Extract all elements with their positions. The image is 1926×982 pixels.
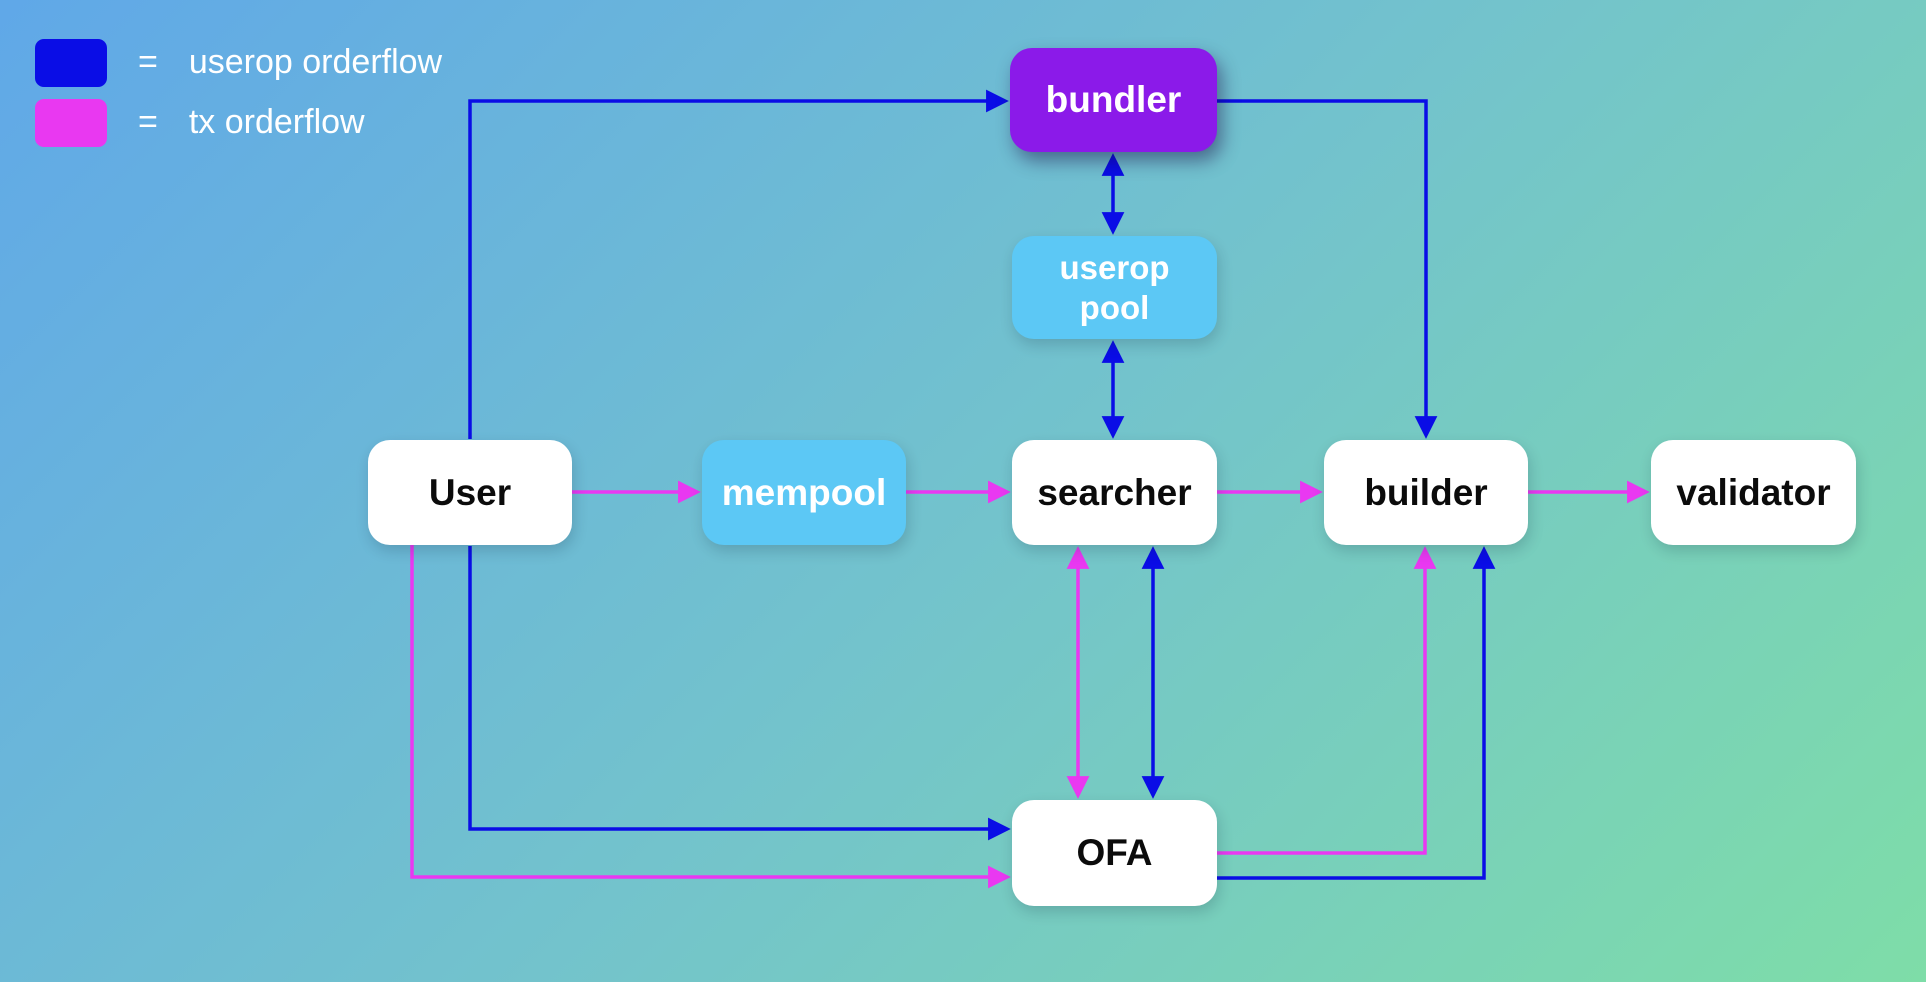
legend-label-tx: tx orderflow bbox=[188, 103, 365, 141]
node-label: User bbox=[428, 471, 512, 513]
edge-bundler-to-builder bbox=[1217, 99, 1438, 439]
equals-sign: = bbox=[138, 43, 158, 81]
legend-label-userop: userop orderflow bbox=[188, 43, 443, 81]
node-bundler: bundler bbox=[1010, 48, 1217, 152]
edge-ofa-to-builder-userop bbox=[1217, 546, 1496, 880]
node-builder: builder bbox=[1324, 440, 1528, 545]
node-userop-pool: userop pool bbox=[1012, 236, 1217, 339]
node-mempool: mempool bbox=[702, 440, 906, 545]
node-ofa: OFA bbox=[1012, 800, 1217, 906]
node-user: User bbox=[368, 440, 572, 545]
node-validator: validator bbox=[1651, 440, 1856, 545]
node-label: searcher bbox=[1037, 471, 1192, 513]
node-label: validator bbox=[1676, 471, 1831, 513]
node-label: userop pool bbox=[1059, 248, 1170, 326]
legend: = userop orderflow = tx orderflow bbox=[35, 38, 442, 147]
node-searcher: searcher bbox=[1012, 440, 1217, 545]
tx-color-swatch bbox=[35, 98, 107, 147]
edge-user-to-ofa-tx bbox=[410, 545, 1011, 889]
node-label: OFA bbox=[1076, 832, 1153, 873]
edge-ofa-to-builder-tx bbox=[1217, 546, 1437, 855]
edge-user-to-bundler bbox=[468, 89, 1009, 439]
node-label: mempool bbox=[721, 471, 887, 513]
legend-row-tx: = tx orderflow bbox=[35, 98, 442, 147]
userop-color-swatch bbox=[35, 38, 107, 87]
equals-sign: = bbox=[138, 103, 158, 141]
legend-row-userop: = userop orderflow bbox=[35, 38, 442, 87]
node-label: builder bbox=[1364, 471, 1488, 513]
node-label: bundler bbox=[1045, 79, 1182, 120]
edge-user-to-ofa-userop bbox=[468, 546, 1011, 841]
